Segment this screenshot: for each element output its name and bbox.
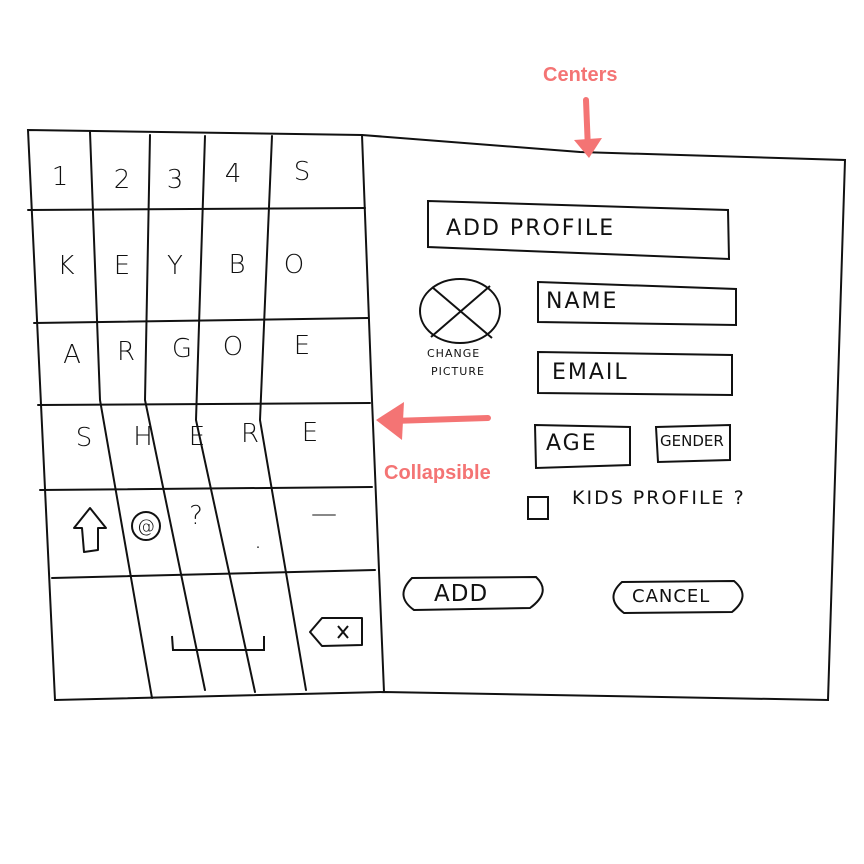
key-o[interactable]: O bbox=[283, 250, 305, 280]
centers-annotation: Centers bbox=[543, 64, 618, 86]
email-field-box bbox=[537, 350, 733, 397]
key-dash[interactable]: — bbox=[311, 499, 337, 529]
add-button-outline bbox=[402, 575, 544, 612]
key-question[interactable]: ? bbox=[189, 501, 203, 531]
kb-hline-5 bbox=[51, 569, 376, 579]
key-period[interactable]: . bbox=[253, 525, 263, 555]
kb-vline-4 bbox=[258, 135, 307, 691]
cancel-button-outline bbox=[612, 579, 744, 615]
key-s2[interactable]: S bbox=[75, 423, 93, 453]
key-h[interactable]: H bbox=[133, 422, 153, 452]
kids-profile-checkbox bbox=[527, 496, 549, 520]
kids-profile-label: KIDS PROFILE ? bbox=[572, 487, 746, 509]
key-1[interactable]: 1 bbox=[51, 162, 69, 192]
key-a[interactable]: A bbox=[63, 340, 81, 370]
backspace-key[interactable] bbox=[309, 616, 363, 648]
kb-hline-2 bbox=[33, 317, 369, 324]
change-picture-label-line2: PICTURE bbox=[431, 365, 485, 378]
key-4[interactable]: 4 bbox=[224, 159, 242, 189]
kb-vline-2 bbox=[143, 134, 206, 691]
key-k[interactable]: K bbox=[57, 251, 75, 281]
centers-arrow-head bbox=[574, 138, 602, 158]
key-y[interactable]: Y bbox=[167, 251, 183, 281]
key-3[interactable]: 3 bbox=[166, 165, 184, 195]
collapsible-arrow-shaft bbox=[389, 415, 491, 424]
key-2[interactable]: 2 bbox=[113, 165, 131, 195]
collapsible-annotation: Collapsible bbox=[384, 462, 491, 484]
kb-hline-1 bbox=[27, 207, 366, 211]
kids-profile-toggle[interactable] bbox=[526, 494, 548, 520]
panel-divider bbox=[361, 134, 385, 693]
age-field[interactable]: AGE bbox=[546, 431, 598, 456]
collapsible-arrow-head bbox=[376, 402, 404, 440]
kb-vline-3 bbox=[194, 135, 256, 693]
email-field[interactable]: EMAIL bbox=[552, 360, 629, 385]
title-box bbox=[427, 199, 731, 261]
name-field-box bbox=[537, 280, 737, 327]
change-picture-label-line1: CHANGE bbox=[427, 347, 481, 360]
cancel-button[interactable]: CANCEL bbox=[632, 586, 711, 607]
screen-frame bbox=[26, 128, 847, 702]
key-e4[interactable]: E bbox=[301, 418, 319, 448]
key-e[interactable]: E bbox=[113, 251, 131, 281]
backspace-icon bbox=[309, 617, 363, 647]
space-bar-icon bbox=[171, 635, 265, 651]
image-placeholder-icon bbox=[419, 278, 501, 344]
kb-vline-1 bbox=[89, 131, 153, 699]
add-button[interactable]: ADD bbox=[434, 581, 489, 607]
change-picture-button[interactable]: CHANGE PICTURE bbox=[418, 278, 504, 382]
key-e2[interactable]: E bbox=[293, 331, 311, 361]
key-r2[interactable]: R bbox=[240, 419, 260, 449]
space-key[interactable] bbox=[170, 625, 266, 657]
key-b[interactable]: B bbox=[228, 250, 246, 280]
kb-hline-3 bbox=[37, 402, 371, 406]
key-s[interactable]: S bbox=[293, 157, 311, 187]
key-g[interactable]: G bbox=[171, 334, 193, 364]
key-r[interactable]: R bbox=[116, 337, 136, 367]
key-e3[interactable]: E bbox=[188, 422, 206, 452]
key-o2[interactable]: O bbox=[222, 332, 244, 362]
kb-hline-4 bbox=[39, 486, 373, 491]
form-title: ADD PROFILE bbox=[446, 216, 616, 241]
age-field-box bbox=[533, 423, 631, 470]
gender-field[interactable]: GENDER bbox=[660, 432, 724, 450]
at-key-circle bbox=[131, 511, 161, 541]
shift-arrow-icon bbox=[73, 507, 107, 553]
gender-field-box bbox=[654, 423, 731, 464]
key-at[interactable]: @ bbox=[137, 515, 155, 537]
name-field[interactable]: NAME bbox=[546, 289, 619, 314]
